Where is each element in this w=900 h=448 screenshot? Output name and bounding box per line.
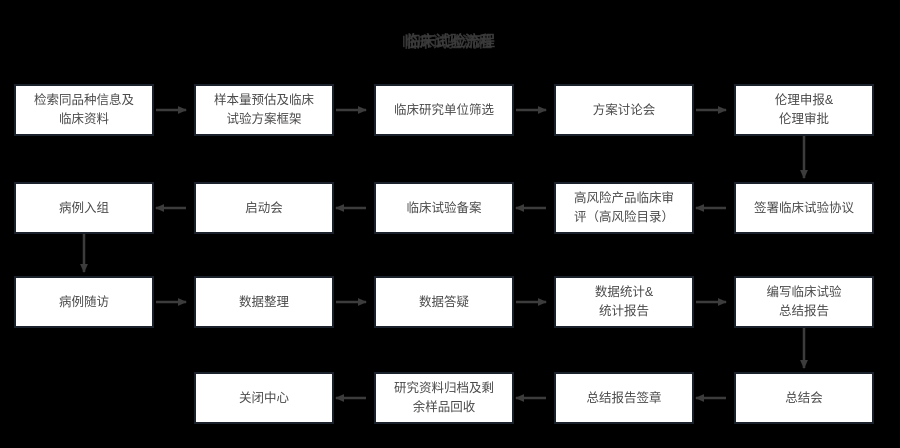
node-write-trial-summary-report[interactable]: 编写临床试验 总结报告 bbox=[734, 276, 874, 328]
node-site-selection[interactable]: 临床研究单位筛选 bbox=[374, 84, 514, 136]
node-case-follow-up[interactable]: 病例随访 bbox=[14, 276, 154, 328]
node-protocol-discussion-meeting[interactable]: 方案讨论会 bbox=[554, 84, 694, 136]
node-summary-meeting[interactable]: 总结会 bbox=[734, 372, 874, 424]
node-search-similar-product-info[interactable]: 检索同品种信息及 临床资料 bbox=[14, 84, 154, 136]
node-ethics-submission-approval[interactable]: 伦理申报& 伦理审批 bbox=[734, 84, 874, 136]
node-close-site[interactable]: 关闭中心 bbox=[194, 372, 334, 424]
node-statistics-and-report[interactable]: 数据统计& 统计报告 bbox=[554, 276, 694, 328]
node-trial-filing[interactable]: 临床试验备案 bbox=[374, 182, 514, 234]
node-data-query[interactable]: 数据答疑 bbox=[374, 276, 514, 328]
page-title: 临床试验流程 临床试验流程 bbox=[0, 32, 900, 52]
page-title-ghost: 临床试验流程 bbox=[401, 34, 492, 51]
page-title-text: 临床试验流程 bbox=[404, 33, 495, 50]
node-kickoff-meeting[interactable]: 启动会 bbox=[194, 182, 334, 234]
node-sign-trial-agreement[interactable]: 签署临床试验协议 bbox=[734, 182, 874, 234]
node-summary-report-signoff[interactable]: 总结报告签章 bbox=[554, 372, 694, 424]
node-case-enrollment[interactable]: 病例入组 bbox=[14, 182, 154, 234]
node-sample-size-and-protocol[interactable]: 样本量预估及临床 试验方案框架 bbox=[194, 84, 334, 136]
node-high-risk-clinical-review[interactable]: 高风险产品临床审 评（高风险目录） bbox=[554, 182, 694, 234]
node-data-cleaning[interactable]: 数据整理 bbox=[194, 276, 334, 328]
node-archive-and-sample-return[interactable]: 研究资料归档及剩 余样品回收 bbox=[374, 372, 514, 424]
